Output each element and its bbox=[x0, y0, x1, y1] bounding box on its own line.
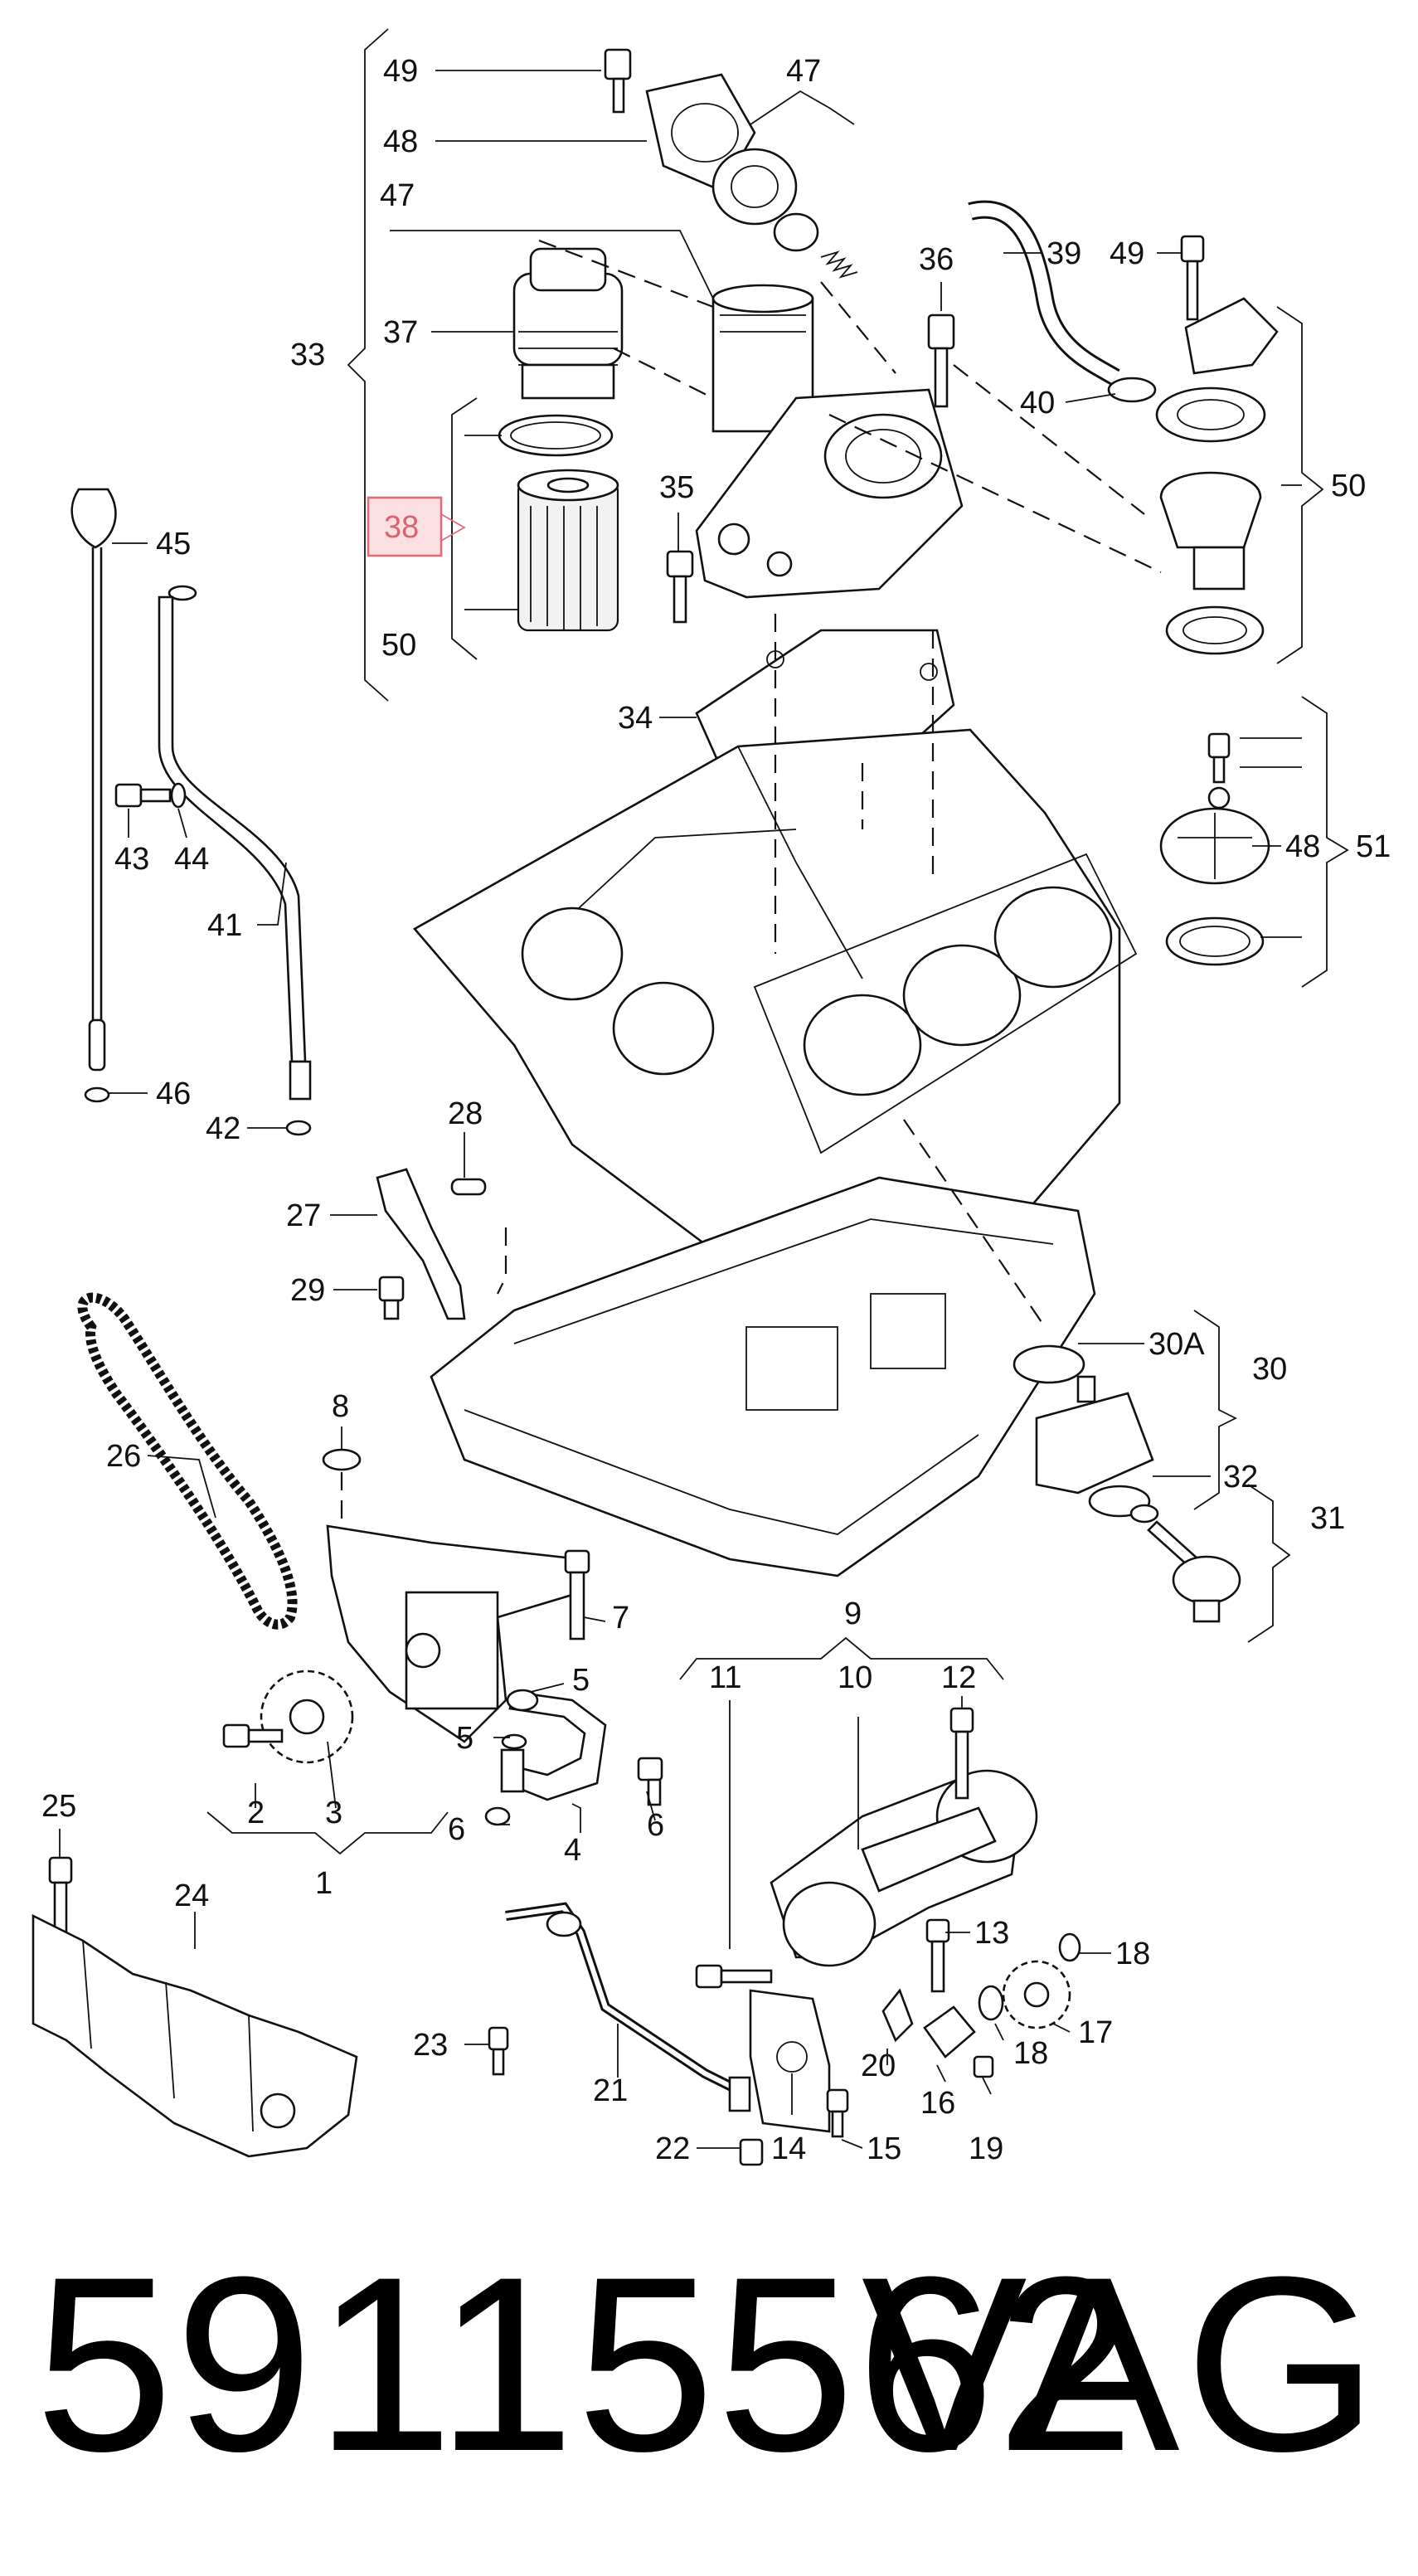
callout-24: 24 bbox=[174, 1879, 209, 1913]
callout-29: 29 bbox=[290, 1273, 325, 1308]
callout-28: 28 bbox=[448, 1096, 483, 1131]
callout-32: 32 bbox=[1223, 1460, 1258, 1495]
callout-18a: 18 bbox=[1115, 1937, 1150, 1971]
callout-14: 14 bbox=[771, 2131, 806, 2166]
callout-49a: 49 bbox=[383, 54, 418, 89]
callout-labels: 49 47 48 47 36 39 49 37 33 40 35 50 38 4… bbox=[41, 54, 1391, 2166]
callout-21: 21 bbox=[593, 2073, 628, 2108]
callout-16: 16 bbox=[920, 2086, 955, 2121]
callout-38: 38 bbox=[384, 510, 419, 545]
callout-45: 45 bbox=[156, 527, 191, 561]
callout-3: 3 bbox=[325, 1796, 342, 1830]
callout-46: 46 bbox=[156, 1077, 191, 1111]
callout-6a: 6 bbox=[448, 1812, 465, 1847]
callout-44: 44 bbox=[174, 842, 209, 877]
callout-23: 23 bbox=[413, 2028, 448, 2063]
callout-34: 34 bbox=[618, 701, 653, 736]
highlight-box bbox=[367, 496, 443, 557]
callout-20: 20 bbox=[861, 2049, 896, 2083]
exploded-parts-diagram: 49 47 48 47 36 39 49 37 33 40 35 50 38 4… bbox=[32, 28, 1391, 2166]
callout-18b: 18 bbox=[1013, 2036, 1048, 2071]
callout-11: 11 bbox=[709, 1660, 741, 1695]
callout-47b: 47 bbox=[380, 178, 415, 213]
callout-12: 12 bbox=[941, 1660, 976, 1695]
baffle-plate-icon bbox=[32, 1856, 358, 2158]
callout-7: 7 bbox=[612, 1601, 629, 1636]
callout-17: 17 bbox=[1078, 2015, 1113, 2050]
callout-19: 19 bbox=[969, 2131, 1003, 2166]
callout-15: 15 bbox=[867, 2131, 901, 2166]
callout-1: 1 bbox=[315, 1866, 333, 1901]
callout-2: 2 bbox=[247, 1796, 265, 1830]
callout-31: 31 bbox=[1310, 1501, 1345, 1536]
callout-9: 9 bbox=[844, 1597, 862, 1631]
callout-26: 26 bbox=[106, 1439, 141, 1474]
brand-name: VAG bbox=[861, 2224, 1383, 2503]
callout-36: 36 bbox=[919, 242, 954, 277]
callout-39: 39 bbox=[1047, 236, 1081, 271]
callout-43: 43 bbox=[114, 842, 149, 877]
callout-22: 22 bbox=[655, 2131, 690, 2166]
callout-47a: 47 bbox=[786, 54, 821, 89]
callout-42: 42 bbox=[206, 1111, 240, 1146]
filter-cap-icon bbox=[512, 247, 624, 400]
callout-51: 51 bbox=[1356, 829, 1391, 864]
balance-pump-group bbox=[488, 1636, 1081, 2166]
breather-group bbox=[968, 200, 1349, 988]
callout-5a: 5 bbox=[572, 1663, 590, 1698]
callout-6b: 6 bbox=[647, 1808, 664, 1843]
callout-25: 25 bbox=[41, 1789, 76, 1824]
oil-pump-group bbox=[206, 1448, 663, 1855]
callout-41: 41 bbox=[207, 908, 242, 943]
callout-40: 40 bbox=[1020, 386, 1055, 420]
engine-block-icon bbox=[376, 614, 1138, 1577]
callout-4: 4 bbox=[564, 1833, 581, 1868]
callout-50b: 50 bbox=[1331, 469, 1366, 503]
callout-30a: 30A bbox=[1148, 1327, 1205, 1362]
dipstick-group bbox=[70, 488, 312, 1136]
callout-30: 30 bbox=[1252, 1352, 1287, 1387]
timing-chain-icon bbox=[77, 1292, 298, 1630]
part-number: 59115562 bbox=[35, 2224, 1137, 2503]
callout-48b: 48 bbox=[1285, 829, 1320, 864]
callout-8: 8 bbox=[332, 1389, 349, 1424]
leader-lines bbox=[59, 70, 1302, 2149]
callout-49b: 49 bbox=[1110, 236, 1144, 271]
callout-27: 27 bbox=[286, 1198, 321, 1233]
filter-element-icon bbox=[517, 469, 619, 632]
callout-13: 13 bbox=[974, 1916, 1009, 1951]
callout-5b: 5 bbox=[456, 1721, 473, 1756]
callout-37: 37 bbox=[383, 315, 418, 350]
callout-48a: 48 bbox=[383, 124, 418, 159]
oil-cooler-group bbox=[903, 1119, 1291, 1643]
callout-33: 33 bbox=[290, 338, 325, 372]
callout-35: 35 bbox=[659, 470, 694, 505]
oil-filter-group bbox=[347, 28, 1162, 702]
callout-10: 10 bbox=[838, 1660, 872, 1695]
callout-50a: 50 bbox=[381, 628, 416, 663]
